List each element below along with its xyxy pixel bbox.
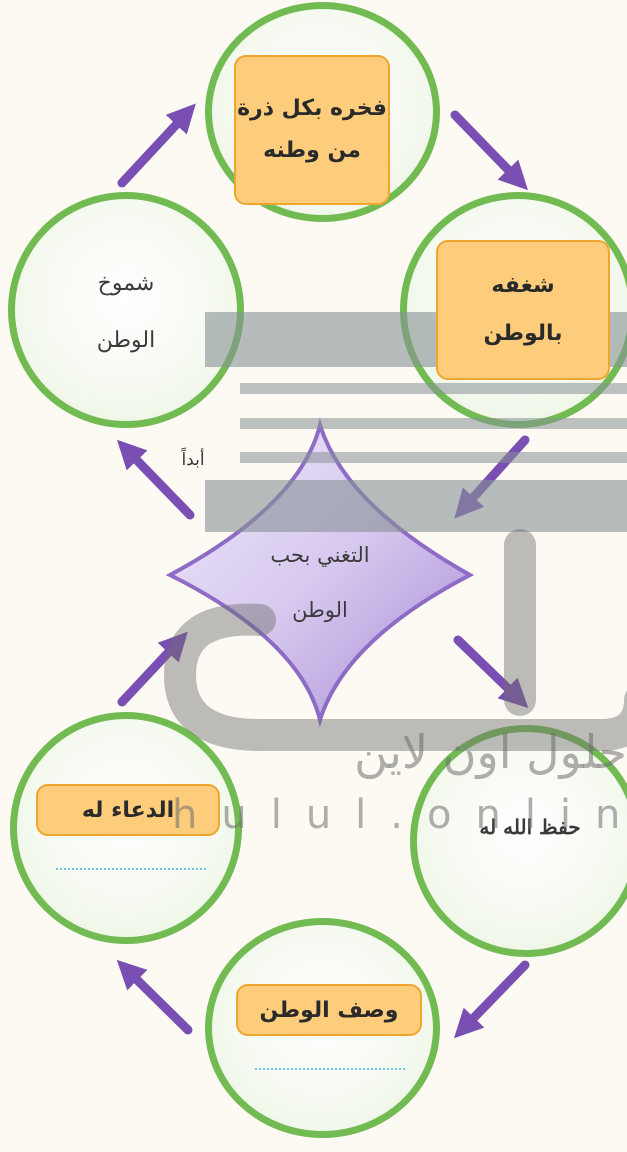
node-top-line1: فخره بكل ذرة <box>237 96 387 122</box>
arrow-center-to-lower-right <box>453 635 529 709</box>
node-top-box: فخره بكل ذرة من وطنه <box>234 55 390 205</box>
node-bottom-dotted-line <box>255 1068 405 1070</box>
node-top-line2: من وطنه <box>263 138 361 163</box>
center-line1: التغني بحب <box>270 543 370 567</box>
watermark-line-3 <box>240 452 627 463</box>
arrow-center-to-upper-left <box>116 439 195 520</box>
watermark-latin: hulul.online <box>172 792 627 838</box>
node-upper-left-text: شموخ الوطن <box>40 255 212 369</box>
watermark-line-2 <box>240 418 627 429</box>
node-lower-right <box>410 725 627 957</box>
node-lower-right-text: حفظ الله له <box>440 815 620 839</box>
node-upper-right-line2: بالوطن <box>483 321 563 346</box>
node-lower-left-dotted-line <box>56 868 206 870</box>
node-lower-right-line1: حفظ الله له <box>479 815 581 839</box>
node-lower-left-line1: الدعاء له <box>81 797 175 823</box>
watermark-arabic: حلول اون لاين <box>354 725 627 779</box>
node-upper-left-line1: شموخ <box>97 271 155 296</box>
node-bottom-box: وصف الوطن <box>236 984 422 1036</box>
arrow-upper-left-to-top <box>117 103 196 188</box>
arrow-label: أبداً <box>181 450 205 470</box>
node-bottom-line1: وصف الوطن <box>259 997 399 1023</box>
watermark-bar-2 <box>205 480 627 532</box>
node-lower-left-box: الدعاء له <box>36 784 220 836</box>
arrow-lower-right-to-bottom <box>453 960 530 1039</box>
watermark-line-1 <box>240 383 627 394</box>
center-text: التغني بحب الوطن <box>215 528 425 637</box>
arrow-bottom-to-lower-left <box>116 959 193 1035</box>
arrow-top-to-upper-right <box>450 110 529 191</box>
node-upper-right-box: شغفه بالوطن <box>436 240 610 380</box>
node-upper-left <box>8 192 244 428</box>
center-line2: الوطن <box>292 597 348 622</box>
arrow-lower-left-to-center <box>117 631 188 707</box>
node-upper-left-line2: الوطن <box>96 328 156 354</box>
node-upper-right-line1: شغفه <box>491 272 555 298</box>
